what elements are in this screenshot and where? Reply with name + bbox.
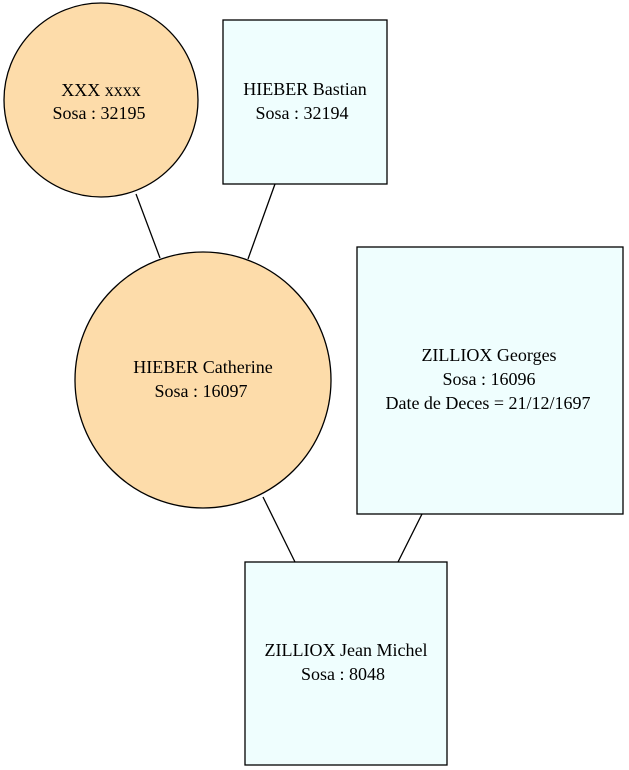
node-hieber-bastian[interactable]: HIEBER Bastian Sosa : 32194 (222, 19, 388, 185)
node-xxx-xxxx-name: XXX xxxx (61, 80, 141, 100)
node-xxx-xxxx[interactable]: XXX xxxx Sosa : 32195 (3, 2, 199, 198)
node-hieber-bastian-box (222, 19, 388, 185)
node-zilliox-jean-michel[interactable]: ZILLIOX Jean Michel Sosa : 8048 (244, 561, 448, 766)
node-hieber-catherine[interactable]: HIEBER Catherine Sosa : 16097 (74, 251, 332, 509)
node-zilliox-georges-sosa: Sosa : 16096 (442, 369, 535, 389)
node-zilliox-jean-michel-box (244, 561, 448, 766)
node-hieber-bastian-name: HIEBER Bastian (243, 79, 367, 99)
edge-zilliox-georges-to-zilliox-jean-michel (397, 513, 423, 563)
node-hieber-catherine-name: HIEBER Catherine (133, 357, 272, 377)
node-hieber-catherine-circle (74, 251, 332, 509)
edge-hieber-catherine-to-zilliox-jean-michel (262, 496, 296, 563)
edge-xxx-to-hieber-catherine (135, 193, 161, 259)
node-hieber-bastian-sosa: Sosa : 32194 (255, 103, 348, 123)
node-zilliox-jean-michel-sosa: Sosa : 8048 (301, 664, 385, 684)
node-zilliox-georges[interactable]: ZILLIOX Georges Sosa : 16096 Date de Dec… (356, 246, 624, 515)
node-zilliox-georges-name: ZILLIOX Georges (421, 345, 556, 365)
node-zilliox-georges-box (356, 246, 624, 515)
node-hieber-catherine-sosa: Sosa : 16097 (154, 381, 247, 401)
node-zilliox-jean-michel-name: ZILLIOX Jean Michel (265, 640, 428, 660)
node-zilliox-georges-death-date: Date de Deces = 21/12/1697 (385, 393, 590, 413)
edges (135, 183, 423, 563)
edge-hieber-bastian-to-hieber-catherine (247, 183, 276, 260)
node-xxx-xxxx-sosa: Sosa : 32195 (52, 103, 145, 123)
node-xxx-xxxx-circle (3, 2, 199, 198)
